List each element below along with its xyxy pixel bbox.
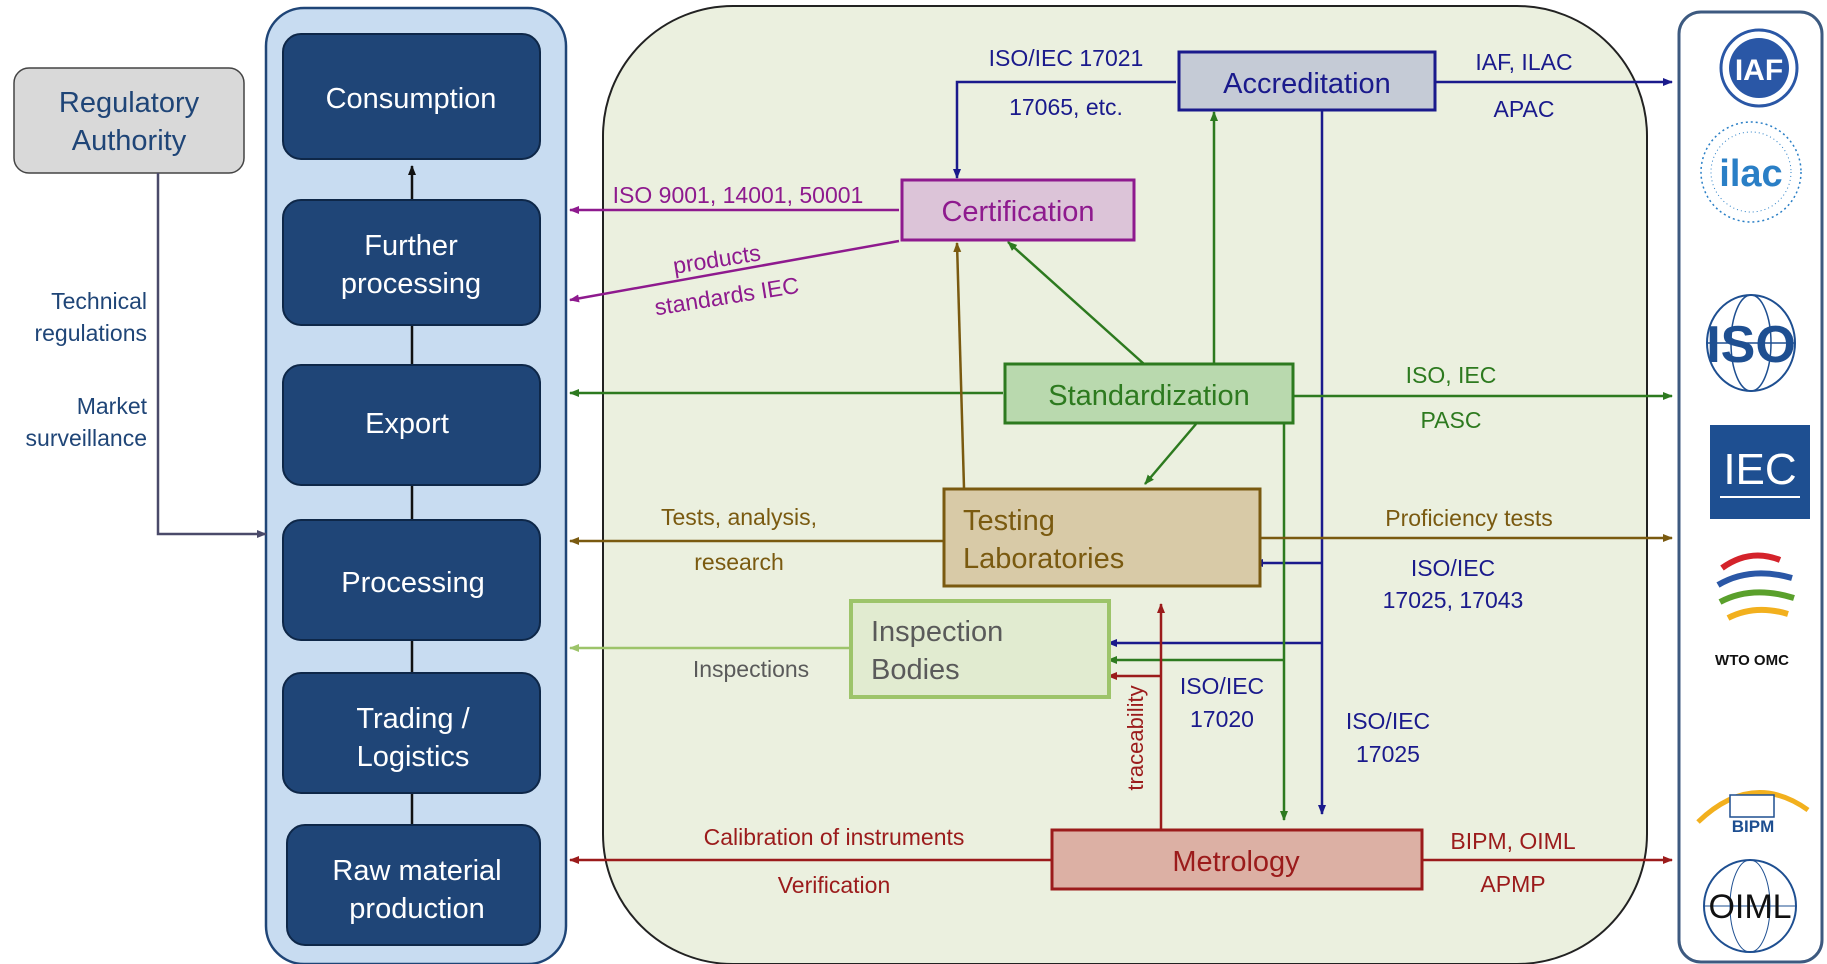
- chain-step-label-2: Logistics: [357, 741, 470, 773]
- testing-label-line1: Testing: [963, 505, 1055, 537]
- iaf-logo: IAF: [1719, 28, 1799, 108]
- testing-to-certification-arrow: [953, 242, 966, 489]
- standardization-box: Standardization: [1003, 362, 1295, 425]
- market-surveillance-line1: Market: [77, 393, 148, 419]
- testing-output-line1: Tests, analysis,: [661, 504, 817, 530]
- metrology-box: Metrology: [1050, 828, 1424, 891]
- testing-output-line2: research: [694, 549, 783, 575]
- oiml-logo-text: OIML: [1708, 888, 1791, 926]
- chain-step-export: Export: [282, 364, 541, 486]
- standardization-international-line2: PASC: [1421, 407, 1482, 433]
- accreditation-international-line1: IAF, ILAC: [1475, 49, 1572, 75]
- standardization-international-line1: ISO, IEC: [1406, 362, 1497, 388]
- inspection-bodies-box: Inspection Bodies: [849, 599, 1111, 699]
- metrology-label: Metrology: [1172, 846, 1300, 878]
- ilac-logo: ilac: [1700, 121, 1802, 223]
- chain-step-label-2: processing: [341, 268, 481, 300]
- chain-step-label: Processing: [341, 567, 484, 599]
- ilac-logo-text: ilac: [1719, 153, 1782, 195]
- iec-logo-text: IEC: [1723, 445, 1796, 494]
- regulatory-arrow: [156, 173, 267, 538]
- standardization-to-certification-arrow: [1007, 241, 1145, 365]
- technical-regulations-line1: Technical: [51, 288, 147, 314]
- technical-regulations-line2: regulations: [34, 320, 147, 346]
- accreditation-international-line2: APAC: [1494, 96, 1555, 122]
- iso-logo: ISO: [1706, 294, 1796, 392]
- wto-logo: WTO OMC: [1715, 552, 1795, 669]
- metrology-output-line2: Verification: [778, 872, 891, 898]
- metrology-international-line1: BIPM, OIML: [1450, 828, 1575, 854]
- inspections-label: Inspections: [693, 656, 809, 682]
- iec-logo: IEC: [1710, 425, 1810, 519]
- bipm-logo-text: BIPM: [1732, 817, 1775, 836]
- inspection-label-line1: Inspection: [871, 616, 1003, 648]
- chain-step-label: Trading /: [356, 703, 470, 735]
- accreditation-label: Accreditation: [1223, 68, 1391, 100]
- chain-step-label-2: production: [349, 893, 484, 925]
- testing-international-line1: Proficiency tests: [1385, 505, 1552, 531]
- chain-step-further-processing: Further processing: [282, 199, 541, 326]
- metrology-international-line2: APMP: [1480, 871, 1545, 897]
- testing-laboratories-box: Testing Laboratories: [942, 487, 1262, 588]
- certification-to-chain-arrow-2: [569, 239, 900, 303]
- chain-step-trading-logistics: Trading / Logistics: [282, 672, 541, 794]
- standardization-label: Standardization: [1048, 380, 1250, 412]
- chain-step-label: Export: [365, 408, 449, 440]
- accreditation-standards-line1: ISO/IEC 17021: [989, 45, 1144, 71]
- quality-infrastructure-panel: [602, 5, 1648, 964]
- metrology-output-line1: Calibration of instruments: [704, 824, 965, 850]
- accreditation-testing-line2: 17025, 17043: [1383, 587, 1524, 613]
- testing-label-line2: Laboratories: [963, 543, 1124, 575]
- accreditation-to-certification-arrow: [953, 80, 1176, 179]
- regulatory-authority-box: Regulatory Authority: [13, 67, 245, 174]
- accreditation-metrology-line1: ISO/IEC: [1346, 708, 1430, 734]
- iso-logo-text: ISO: [1706, 316, 1796, 374]
- accreditation-inspection-line2: 17020: [1190, 706, 1254, 732]
- chain-step-consumption: Consumption: [282, 33, 541, 160]
- chain-step-label: Consumption: [326, 83, 497, 115]
- chain-step-processing: Processing: [282, 519, 541, 641]
- certification-label: Certification: [941, 196, 1094, 228]
- certification-output-line1: ISO 9001, 14001, 50001: [613, 182, 864, 208]
- traceability-label: traceability: [1123, 685, 1148, 790]
- wto-logo-text: WTO OMC: [1715, 652, 1789, 669]
- iaf-logo-text: IAF: [1735, 54, 1783, 87]
- regulatory-authority-line1: Regulatory: [59, 87, 200, 119]
- standardization-to-testing-arrow: [1144, 423, 1197, 485]
- accreditation-inspection-line1: ISO/IEC: [1180, 673, 1264, 699]
- regulatory-authority-line2: Authority: [72, 125, 187, 157]
- chain-step-label: Further: [364, 230, 458, 262]
- accreditation-testing-line1: ISO/IEC: [1411, 555, 1495, 581]
- chain-step-label: Raw material: [332, 855, 501, 887]
- chain-step-raw-material: Raw material production: [286, 824, 541, 946]
- accreditation-box: Accreditation: [1177, 50, 1437, 112]
- accreditation-standards-line2: 17065, etc.: [1009, 94, 1123, 120]
- market-surveillance-line2: surveillance: [26, 425, 147, 451]
- oiml-logo: OIML: [1703, 859, 1797, 953]
- certification-box: Certification: [900, 178, 1136, 242]
- accreditation-metrology-line2: 17025: [1356, 741, 1420, 767]
- inspection-label-line2: Bodies: [871, 654, 960, 686]
- bipm-logo: BIPM: [1696, 790, 1810, 836]
